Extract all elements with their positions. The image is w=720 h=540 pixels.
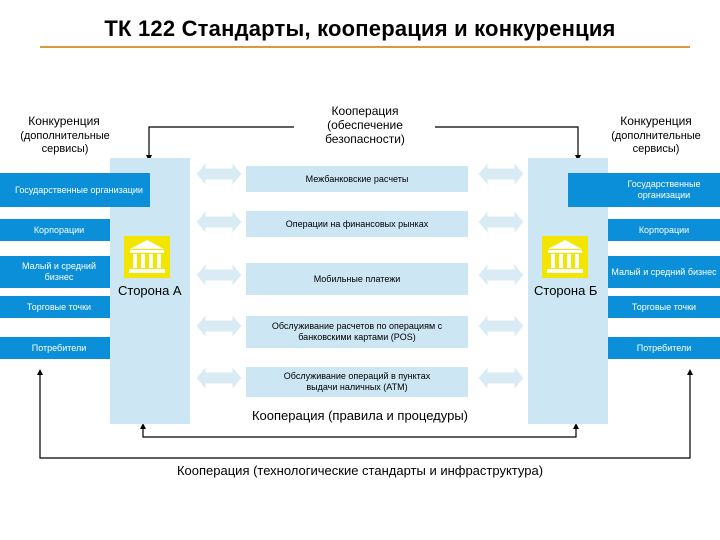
- right-item-shops: Торговые точки: [608, 296, 720, 318]
- center-cooperation-title: Кооперация (обеспечение безопасности): [325, 104, 405, 146]
- center-item-interbank: Межбанковские расчеты: [246, 166, 468, 192]
- left-competition-sub: (дополнительные сервисы): [20, 130, 110, 155]
- bank-b-icon: [542, 236, 588, 278]
- right-competition-sub: (дополнительные сервисы): [611, 130, 701, 155]
- right-item-consumers: Потребители: [608, 337, 720, 359]
- page-title: ТК 122 Стандарты, кооперация и конкуренц…: [104, 16, 616, 41]
- right-item-corp: Корпорации: [608, 219, 720, 241]
- center-item-mobile: Мобильные платежи: [246, 263, 468, 295]
- left-competition-title: Конкуренция: [28, 114, 100, 128]
- cooperation-rules-label: Кооперация (правила и процедуры): [251, 408, 468, 423]
- center-item-pos: Обслуживание расчетов по операциям с бан…: [246, 316, 468, 348]
- right-competition-title: Конкуренция: [620, 114, 692, 128]
- left-item-sme: Малый и средний бизнес: [0, 256, 110, 288]
- left-item-consumers: Потребители: [0, 337, 110, 359]
- right-item-sme: Малый и средний бизнес: [608, 256, 720, 288]
- bank-a-icon: [124, 236, 170, 278]
- left-item-corp: Корпорации: [0, 219, 110, 241]
- side-b-label: Сторона Б: [534, 283, 598, 298]
- title-underline: [40, 46, 690, 48]
- side-a-label: Сторона А: [118, 283, 182, 298]
- cooperation-tech-label: Кооперация (технологические стандарты и …: [176, 463, 544, 478]
- left-item-gov: Государственные организации: [0, 173, 150, 207]
- right-item-gov: Государственные организации: [568, 173, 720, 207]
- center-item-fin-markets: Операции на финансовых рынках: [246, 211, 468, 237]
- center-item-atm: Обслуживание операций в пунктах выдачи н…: [246, 367, 468, 397]
- left-item-shops: Торговые точки: [0, 296, 110, 318]
